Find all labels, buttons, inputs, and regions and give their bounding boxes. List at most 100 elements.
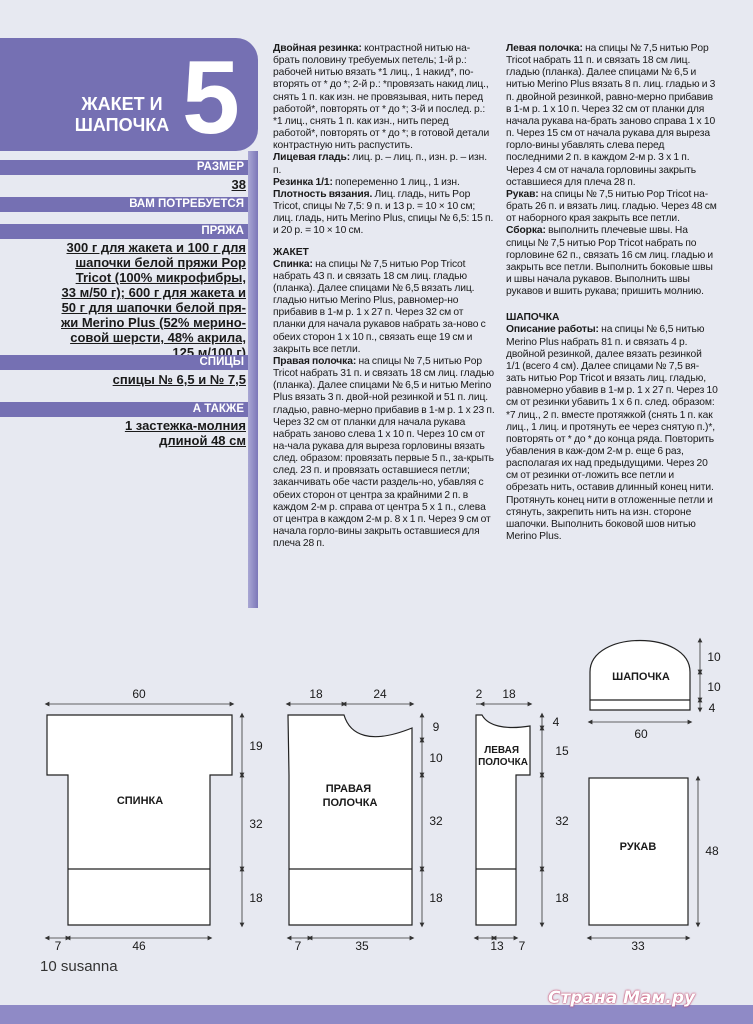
dim-text: 46 <box>132 939 146 953</box>
term: Спинка: <box>273 258 313 270</box>
paragraph-rib-1x1: Резинка 1/1: попеременно 1 лиц., 1 изн. <box>273 177 495 189</box>
footer-bar <box>0 1001 753 1024</box>
paragraph-text: на спицы № 6,5 нитью Merino Plus набрать… <box>506 324 718 543</box>
paragraph-text: попеременно 1 лиц., 1 изн. <box>332 176 460 188</box>
page-title: ЖАКЕТ И ШАПОЧКА <box>62 94 182 136</box>
dim-text: 13 <box>490 939 504 953</box>
title-line-1: ЖАКЕТ И <box>81 94 163 114</box>
term: Рукав: <box>506 188 539 200</box>
dim-text: 4 <box>553 715 560 729</box>
need-label: ВАМ ПОТРЕБУЕТСЯ <box>0 197 248 212</box>
paragraph-text: на спицы № 7,5 нитью Pop Tricot набрать … <box>273 258 486 355</box>
page-footer: 10 susanna <box>40 958 118 975</box>
term: Резинка 1/1: <box>273 176 333 188</box>
label-line: ПОЛОЧКА <box>478 757 528 768</box>
term: Левая полочка: <box>506 43 583 54</box>
paragraph-text: лиц. р. – лиц. п., изн. р. – изн. п. <box>273 152 487 176</box>
sleeve-label: РУКАВ <box>620 841 657 853</box>
term: Правая полочка: <box>273 355 357 367</box>
paragraph-text: на спицы № 7,5 нитью Pop Tricot набрать … <box>273 355 495 550</box>
dim-text: 32 <box>429 814 443 828</box>
dim-text: 32 <box>249 817 263 831</box>
dim-text: 7 <box>519 939 526 953</box>
dim-text: 10 <box>707 650 721 664</box>
paragraph-text: на спицы № 7,5 нитью Pop Tricot на-брать… <box>506 188 717 225</box>
yarn-line: Tricot (100% микрофибры, <box>75 270 246 285</box>
dim-text: 10 <box>707 680 721 694</box>
yarn-label: ПРЯЖА <box>0 224 248 239</box>
dim-text: 48 <box>705 844 719 858</box>
dim-text: 18 <box>249 891 263 905</box>
schematics: СПИНКА 60 46 7 19 32 18 ПРАВАЯ ПОЛОЧКА 1… <box>44 637 721 953</box>
term: Описание работы: <box>506 324 599 336</box>
term: Сборка: <box>506 225 546 237</box>
label-line: ПОЛОЧКА <box>323 797 378 809</box>
section-heading-jacket: ЖАКЕТ <box>273 246 309 258</box>
back-outline <box>46 714 233 926</box>
paragraph-gauge: Плотность вязания. Лиц. гладь, нить Pop … <box>273 189 495 238</box>
left-front-label: ЛЕВАЯ ПОЛОЧКА <box>478 745 528 768</box>
dim-text: 19 <box>249 739 263 753</box>
term: Двойная резинка: <box>273 43 362 54</box>
paragraph-stockinette: Лицевая гладь: лиц. р. – лиц. п., изн. р… <box>273 152 495 176</box>
also-label: А ТАКЖЕ <box>0 402 248 417</box>
instructions-column-2: Левая полочка: на спицы № 7,5 нитью Pop … <box>506 43 718 543</box>
title-banner: ЖАКЕТ И ШАПОЧКА 5 <box>0 38 258 151</box>
pattern-number: 5 <box>182 40 240 156</box>
dim-text: 18 <box>429 891 443 905</box>
dim-text: 15 <box>555 744 569 758</box>
dim-text: 35 <box>355 939 369 953</box>
watermark: Страна Мам.ру <box>548 988 696 1008</box>
paragraph-right-front: Правая полочка: на спицы № 7,5 нитью Pop… <box>273 356 495 551</box>
dim-text: 18 <box>555 891 569 905</box>
hat-outline <box>589 639 691 711</box>
paragraph-sleeve: Рукав: на спицы № 7,5 нитью Pop Tricot н… <box>506 189 718 225</box>
dim-text: 4 <box>709 701 716 715</box>
section-heading-hat: ШАПОЧКА <box>506 312 560 324</box>
also-value: 1 застежка-молния длиной 48 см <box>0 418 246 448</box>
dim-text: 18 <box>309 687 323 701</box>
yarn-value: 300 г для жакета и 100 г для шапочки бел… <box>0 240 246 360</box>
dim-text: 7 <box>295 939 302 953</box>
dim-text: 60 <box>132 687 146 701</box>
paragraph-left-front: Левая полочка: на спицы № 7,5 нитью Pop … <box>506 43 718 189</box>
right-front-outline <box>287 714 413 926</box>
yarn-line: 300 г для жакета и 100 г для <box>66 240 246 255</box>
dim-text: 33 <box>631 939 645 953</box>
dim-text: 60 <box>634 727 648 741</box>
dim-text: 7 <box>55 939 62 953</box>
yarn-line: 50 г для шапочки белой пря- <box>61 300 246 315</box>
needles-value: спицы № 6,5 и № 7,5 <box>112 372 246 387</box>
paragraph-hat: Описание работы: на спицы № 6,5 нитью Me… <box>506 324 718 543</box>
label-line: ПРАВАЯ <box>326 783 372 795</box>
term: Лицевая гладь: <box>273 152 351 164</box>
paragraph-back: Спинка: на спицы № 7,5 нитью Pop Tricot … <box>273 259 495 356</box>
label-line: ЛЕВАЯ <box>484 745 519 756</box>
title-line-2: ШАПОЧКА <box>74 115 170 135</box>
dim-text: 9 <box>433 720 440 734</box>
back-label: СПИНКА <box>117 795 163 807</box>
also-line: 1 застежка-молния <box>124 418 246 433</box>
sleeve-outline <box>588 777 689 926</box>
left-front-outline <box>475 714 531 926</box>
also-line: длиной 48 см <box>159 433 246 448</box>
paragraph-text: выполнить плечевые швы. На спицы № 7,5 н… <box>506 225 714 298</box>
dim-text: 24 <box>373 687 387 701</box>
dim-text: 2 <box>476 687 483 701</box>
paragraph-text: на спицы № 7,5 нитью Pop Tricot набрать … <box>506 43 716 188</box>
size-value: 38 <box>231 177 246 192</box>
dim-text: 32 <box>555 814 569 828</box>
needles-label: СПИЦЫ <box>0 355 248 370</box>
yarn-line: 33 м/50 г); 600 г для жакета и <box>61 285 246 300</box>
paragraph-assembly: Сборка: выполнить плечевые швы. На спицы… <box>506 225 718 298</box>
paragraph-double-rib: Двойная резинка: контрастной нитью на-бр… <box>273 43 495 152</box>
right-front-label: ПРАВАЯ ПОЛОЧКА <box>323 783 378 809</box>
size-label: РАЗМЕР <box>0 160 248 175</box>
yarn-line: совой шерсти, 48% акрила, <box>70 330 246 345</box>
dim-text: 10 <box>429 751 443 765</box>
instructions-column-1: Двойная резинка: контрастной нитью на-бр… <box>273 43 495 550</box>
term: Плотность вязания. <box>273 188 373 200</box>
paragraph-text: Лиц. гладь, нить Pop Tricot, спицы № 7,5… <box>273 188 494 237</box>
yarn-line: шапочки белой пряжи Pop <box>75 255 246 270</box>
hat-label: ШАПОЧКА <box>612 671 670 683</box>
